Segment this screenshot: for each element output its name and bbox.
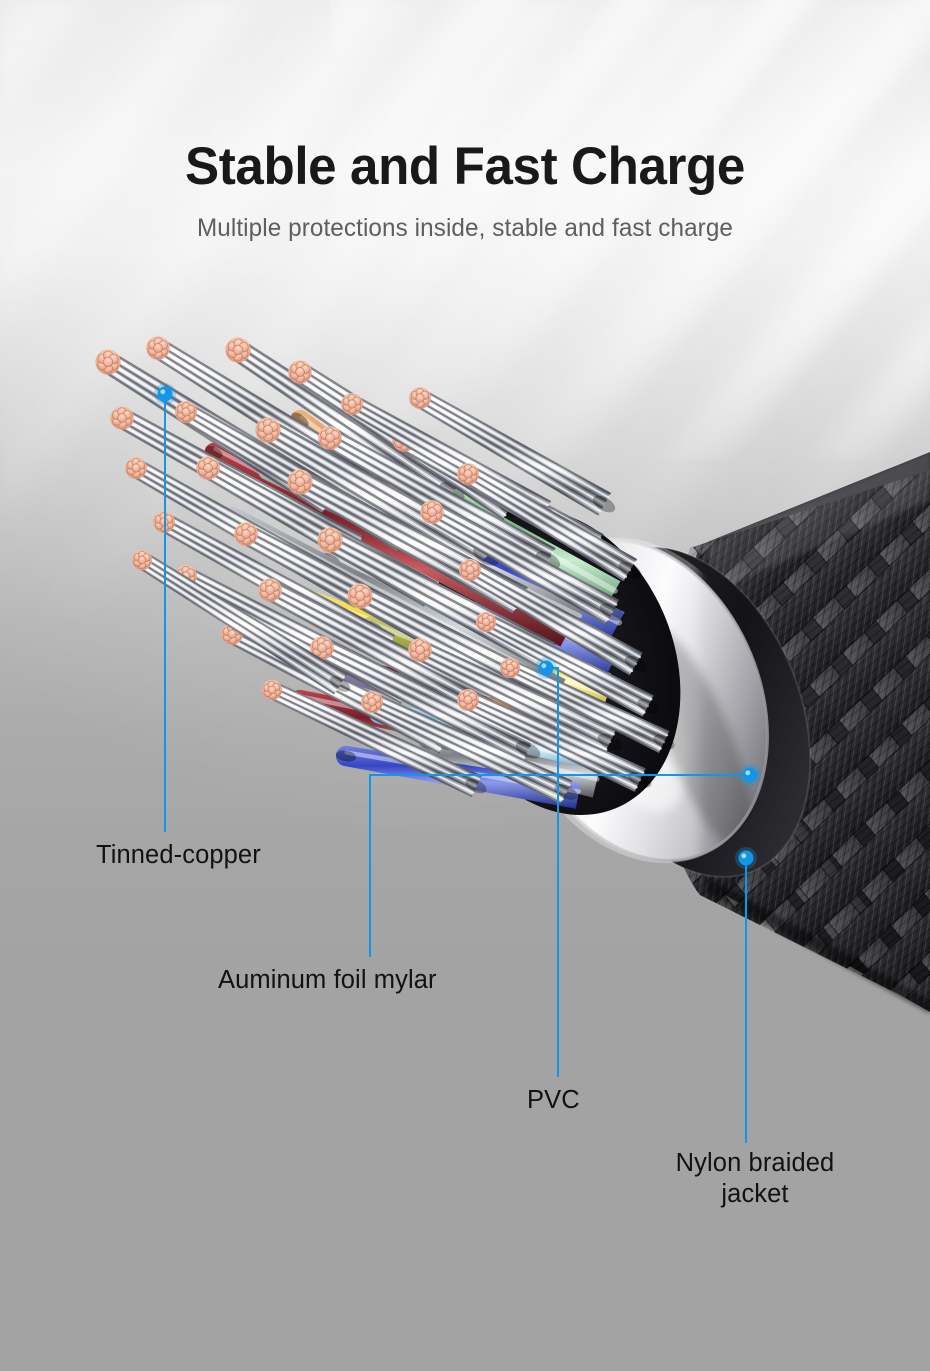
callout-label-aluminum-foil-mylar: Auminum foil mylar [218, 966, 437, 994]
page-subtitle: Multiple protections inside, stable and … [196, 214, 734, 242]
callout-dot-tinned-copper[interactable] [157, 386, 173, 402]
callout-dot-pvc[interactable] [538, 660, 554, 676]
callout-leader-lines [154, 383, 761, 1143]
callout-label-tinned-copper: Tinned-copper [96, 841, 261, 869]
tinned-copper-strands [95, 336, 675, 804]
callout-dot-highlight-pvc [541, 663, 547, 669]
callout-dot-highlight-tinned-copper [160, 389, 166, 395]
callout-label-pvc: PVC [527, 1086, 580, 1114]
background-light-streaks-highlight [330, 0, 930, 460]
callout-dot-nylon-braided-jacket[interactable] [738, 850, 754, 866]
callout-dot-highlight-nylon-braided-jacket [741, 853, 747, 859]
callout-dot-aluminum-foil-mylar[interactable] [742, 767, 758, 783]
callout-leader-aluminum-foil-mylar [369, 774, 750, 957]
callout-dot-highlight-aluminum-foil-mylar [745, 770, 751, 776]
header-block: Stable and Fast Charge Multiple protecti… [0, 0, 930, 243]
callout-label-nylon-braided-jacket: Nylon braided jacket [675, 1149, 835, 1208]
page-title: Stable and Fast Charge [185, 137, 745, 196]
